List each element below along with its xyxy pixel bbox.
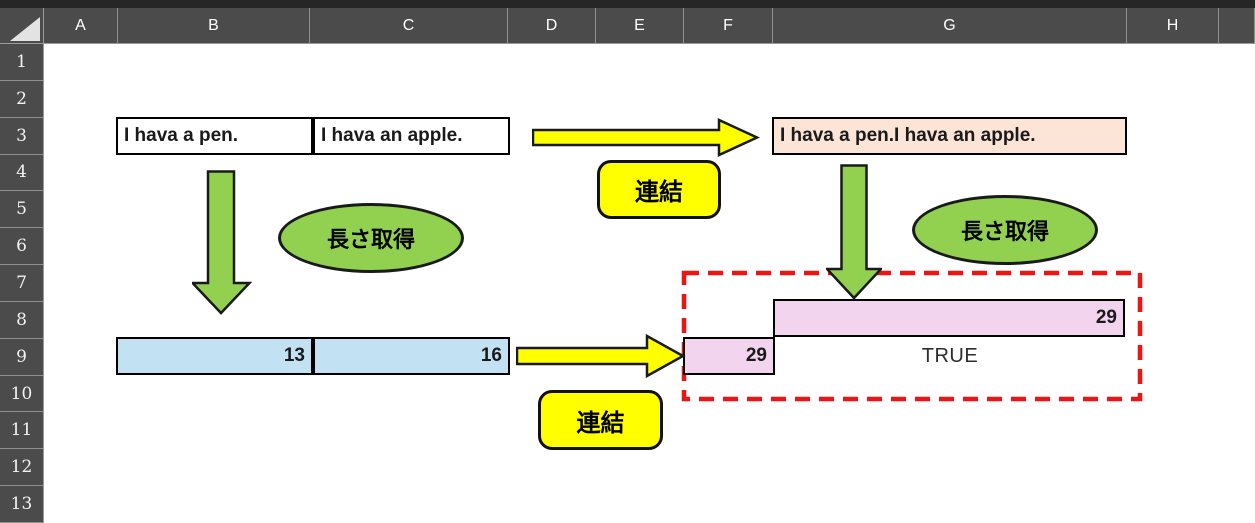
length-ellipse-right: 長さ取得 <box>912 195 1098 265</box>
row-header-12[interactable]: 12 <box>0 449 43 487</box>
row-header-2[interactable]: 2 <box>0 81 43 118</box>
right-arrow-bottom-icon <box>516 333 686 379</box>
cell-g3[interactable]: I hava a pen.I hava an apple. <box>772 117 1127 155</box>
row-header-11[interactable]: 11 <box>0 412 43 450</box>
cell-f9[interactable]: 29 <box>683 337 775 375</box>
cell-b9[interactable]: 13 <box>116 337 313 375</box>
cell-b3[interactable]: I hava a pen. <box>116 117 313 155</box>
row-header-8[interactable]: 8 <box>0 302 43 339</box>
select-all-triangle-icon <box>10 17 40 41</box>
row-header-3[interactable]: 3 <box>0 118 43 155</box>
column-header-partial[interactable] <box>1219 8 1255 43</box>
column-header-D[interactable]: D <box>508 8 596 43</box>
column-header-G[interactable]: G <box>773 8 1127 43</box>
cell-g8[interactable]: 29 <box>773 299 1125 337</box>
cell-g9-true-value[interactable]: TRUE <box>921 345 979 367</box>
column-header-E[interactable]: E <box>596 8 684 43</box>
row-header-5[interactable]: 5 <box>0 191 43 229</box>
length-ellipse-left: 長さ取得 <box>278 203 464 273</box>
down-arrow-left-icon <box>192 170 252 315</box>
concat-label-top: 連結 <box>597 160 721 219</box>
row-header-6[interactable]: 6 <box>0 228 43 266</box>
row-header-10[interactable]: 10 <box>0 376 43 413</box>
column-header-C[interactable]: C <box>310 8 508 43</box>
right-arrow-top-icon <box>532 118 760 157</box>
row-header-9[interactable]: 9 <box>0 339 43 376</box>
row-header-1[interactable]: 1 <box>0 44 43 81</box>
row-header-4[interactable]: 4 <box>0 155 43 192</box>
cell-c9[interactable]: 16 <box>313 337 510 375</box>
column-header-A[interactable]: A <box>44 8 118 43</box>
row-header-7[interactable]: 7 <box>0 265 43 302</box>
down-arrow-right-icon <box>826 164 882 300</box>
column-header-F[interactable]: F <box>684 8 773 43</box>
column-header-B[interactable]: B <box>118 8 310 43</box>
red-dashed-highlight-box <box>681 270 1143 402</box>
concat-label-bottom: 連結 <box>538 390 663 450</box>
column-header-H[interactable]: H <box>1127 8 1219 43</box>
window-top-strip <box>0 0 1255 8</box>
cell-c3[interactable]: I hava an apple. <box>313 117 510 155</box>
select-all-corner[interactable] <box>0 8 44 44</box>
row-header-13[interactable]: 13 <box>0 486 43 523</box>
